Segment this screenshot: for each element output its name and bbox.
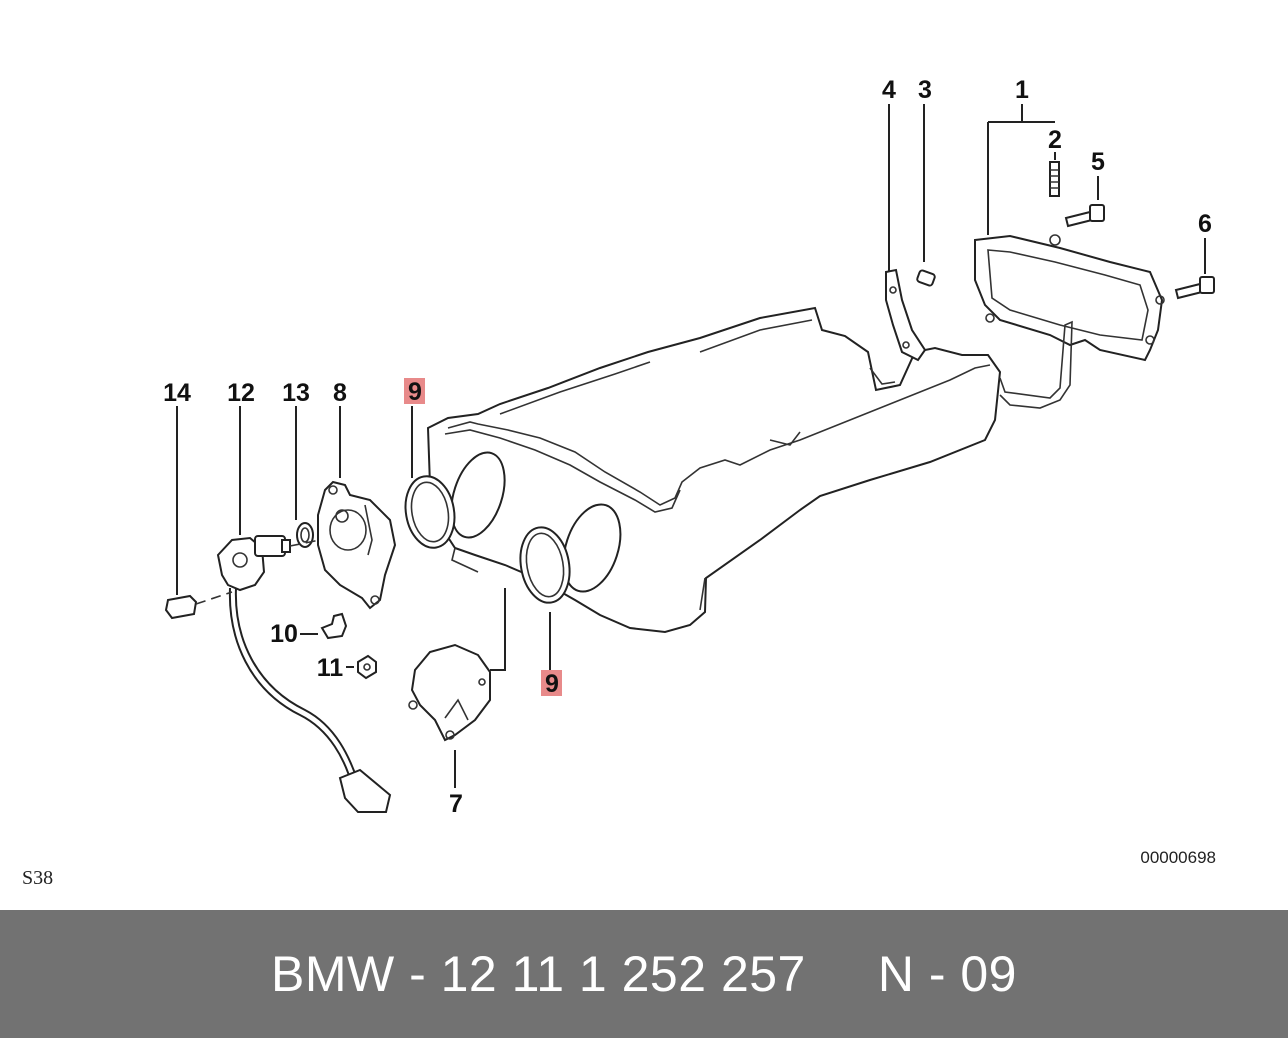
callout-2: 2 (1048, 126, 1062, 154)
callout-9-lower: 9 (545, 670, 559, 698)
parts-diagram: 1 2 3 4 5 6 7 8 9 9 10 11 12 13 14 S38 0… (22, 76, 1216, 889)
bolt-14 (164, 594, 198, 620)
callout-1: 1 (1015, 76, 1029, 104)
exploded-view-drawing: 1 2 3 4 5 6 7 8 9 9 10 11 12 13 14 S38 0… (22, 76, 1216, 889)
cover-plate-8 (317, 480, 397, 610)
o-ring-13 (296, 522, 314, 548)
callout-13: 13 (282, 379, 310, 407)
leader-lines (176, 104, 1206, 788)
callout-labels: 1 2 3 4 5 6 7 8 9 9 10 11 12 13 14 (163, 76, 1212, 818)
dowel-pin (916, 269, 936, 287)
upper-cover (974, 234, 1165, 409)
reference-number: 00000698 (1140, 848, 1216, 867)
callout-12: 12 (227, 379, 255, 407)
callout-3: 3 (918, 76, 932, 104)
sealing-ring-upper (404, 475, 456, 549)
callout-14: 14 (163, 379, 191, 407)
footer-bar: BMW - 12 11 1 252 257 N - 09 (0, 910, 1288, 1038)
stud (1049, 161, 1060, 197)
corner-mark: S38 (22, 867, 53, 889)
highlight-9-lower (541, 670, 562, 696)
callout-5: 5 (1091, 148, 1105, 176)
sensor-with-cable (216, 535, 392, 813)
part-number-caption: BMW - 12 11 1 252 257 N - 09 (271, 946, 1017, 1002)
bolt-5 (1064, 204, 1105, 228)
callout-10: 10 (270, 620, 298, 648)
bolt-10 (320, 612, 348, 640)
callout-9-upper: 9 (408, 378, 422, 406)
sealing-ring-lower (519, 526, 571, 604)
nut-11 (357, 654, 377, 680)
callout-7: 7 (449, 790, 463, 818)
callout-4: 4 (882, 76, 896, 104)
bolt-6 (1174, 276, 1215, 300)
gasket-strip (885, 268, 927, 362)
callout-8: 8 (333, 379, 347, 407)
highlight-9-upper (404, 378, 425, 404)
callout-6: 6 (1198, 210, 1212, 238)
callout-11: 11 (317, 654, 344, 682)
cover-plate-7 (408, 643, 491, 742)
